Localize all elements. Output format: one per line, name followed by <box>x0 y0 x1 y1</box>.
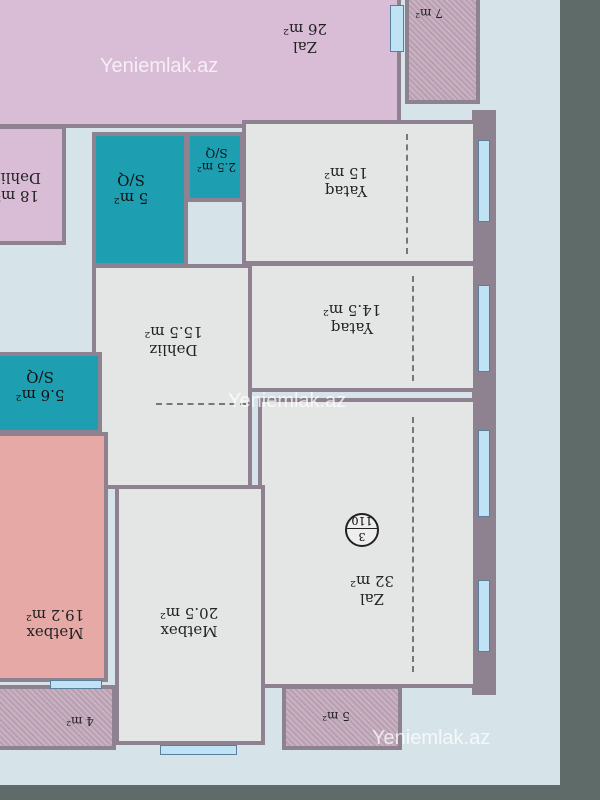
room-area: 7 m² <box>415 6 443 20</box>
room-7m: 7 m² <box>405 0 480 104</box>
room-name: S/Q <box>26 368 54 386</box>
room-area: 5 m² <box>322 709 350 723</box>
room-name: Dəhliz <box>149 341 198 359</box>
balcony-4m: 4 m² <box>0 685 116 750</box>
room-name: Mətbəx <box>160 622 218 640</box>
room-name: S/Q <box>205 146 228 160</box>
room-area: 5.6 m² <box>15 386 65 404</box>
window <box>50 680 102 689</box>
room-area: 4 m² <box>66 714 94 728</box>
room-area: 5 m² <box>113 189 149 207</box>
apartment-badge: 3 110 <box>345 513 379 547</box>
window <box>160 745 237 755</box>
room-name: Yataq <box>324 182 368 200</box>
room-area: 14.5 m² <box>322 301 382 319</box>
window <box>478 140 490 222</box>
apartment-area: 110 <box>347 513 377 529</box>
room-name: Mətbəx <box>26 624 84 642</box>
room-area: 15.5 m² <box>144 323 203 341</box>
balcony-5m: 5 m² <box>282 685 402 750</box>
room-area: 20.5 m² <box>159 604 219 622</box>
window <box>390 5 404 52</box>
window <box>478 430 490 517</box>
room-area: 18 m² <box>0 187 40 205</box>
window <box>478 285 490 372</box>
room-name: Zal <box>292 38 318 56</box>
window <box>478 580 490 652</box>
floor-number: 3 <box>358 530 366 543</box>
room-name: Yataq <box>330 319 374 337</box>
room-area: 26 m² <box>282 20 328 38</box>
room-area: 19.2 m² <box>25 606 85 624</box>
room-name: Dəhliz <box>0 169 42 187</box>
room-area: 32 m² <box>349 572 395 590</box>
room-name: Zal <box>359 590 385 608</box>
watermark: Yeniemlak.az <box>100 55 219 77</box>
room-area: 15 m² <box>323 164 369 182</box>
room-area: 2.5 m² <box>196 160 237 174</box>
room-name: S/Q <box>117 171 145 189</box>
watermark: Yeniemlak.az <box>372 727 491 749</box>
watermark: Yeniemlak.az <box>228 390 347 412</box>
